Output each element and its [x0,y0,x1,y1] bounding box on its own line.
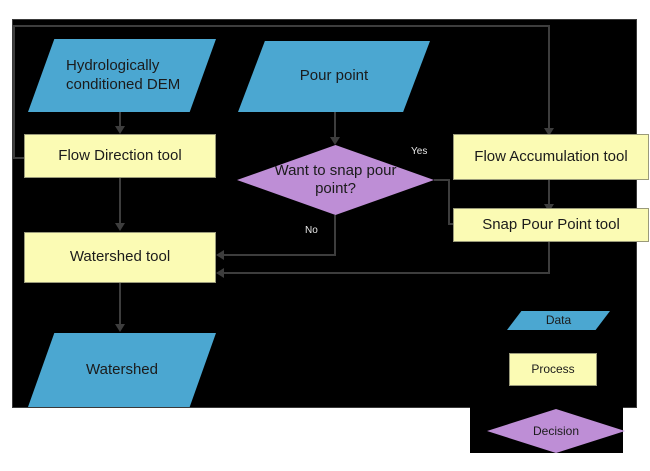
connector-top-bus [13,25,550,27]
legend-item-data: Data [507,311,610,330]
connector-left-riser [13,25,15,159]
node-watershed-tool[interactable]: Watershed tool [24,232,216,283]
connector-pour-point-to-decision [334,112,336,138]
node-watershed-output[interactable]: Watershed [28,333,216,407]
arrowhead-decision [330,137,340,145]
arrowhead-flow-accumulation [544,128,554,136]
node-label-flow-accumulation: Flow Accumulation tool [474,147,628,165]
connector-watershed-tool-to-output [119,283,121,325]
connector-yes-into-snap [448,223,457,225]
connector-flow-direction-to-watershed [119,178,121,224]
connector-into-flow-direction [13,157,27,159]
node-flow-accumulation-tool[interactable]: Flow Accumulation tool [453,134,649,180]
arrowhead-watershed-output [115,324,125,332]
node-hydrologically-conditioned-dem[interactable]: Hydrologically conditioned DEM [28,39,216,112]
connector-no-into-watershed [224,254,336,256]
legend-label-data: Data [545,313,572,328]
legend-label-decision: Decision [532,423,580,438]
node-label-snap-pour-point: Snap Pour Point tool [482,215,620,233]
arrowhead-watershed-tool-top [115,223,125,231]
node-label-hydro-dem: Hydrologically conditioned DEM [66,57,181,93]
connector-no-drop [334,215,336,256]
connector-snap-into-watershed [224,272,550,274]
connector-dem-to-flow-direction [119,112,121,128]
node-flow-direction-tool[interactable]: Flow Direction tool [24,134,216,178]
branch-label-no: No [305,225,318,236]
node-label-pour-point: Pour point [299,67,369,85]
node-snap-pour-point-tool[interactable]: Snap Pour Point tool [453,208,649,242]
connector-to-flow-accumulation [548,25,550,130]
legend-item-process: Process [509,353,597,386]
legend-label-process: Process [531,362,575,377]
node-pour-point[interactable]: Pour point [238,41,430,112]
branch-label-yes: Yes [411,146,428,157]
arrowhead-flow-direction [115,126,125,134]
arrowhead-watershed-from-snap [216,268,224,278]
connector-accumulation-to-snap [548,180,550,205]
connector-yes-out [434,179,450,181]
node-label-flow-direction: Flow Direction tool [58,146,182,164]
connector-yes-riser [448,179,450,224]
arrowhead-watershed-from-no [216,250,224,260]
connector-snap-drop [548,241,550,274]
node-label-watershed-output: Watershed [86,360,158,378]
node-label-watershed-tool: Watershed tool [69,248,171,266]
